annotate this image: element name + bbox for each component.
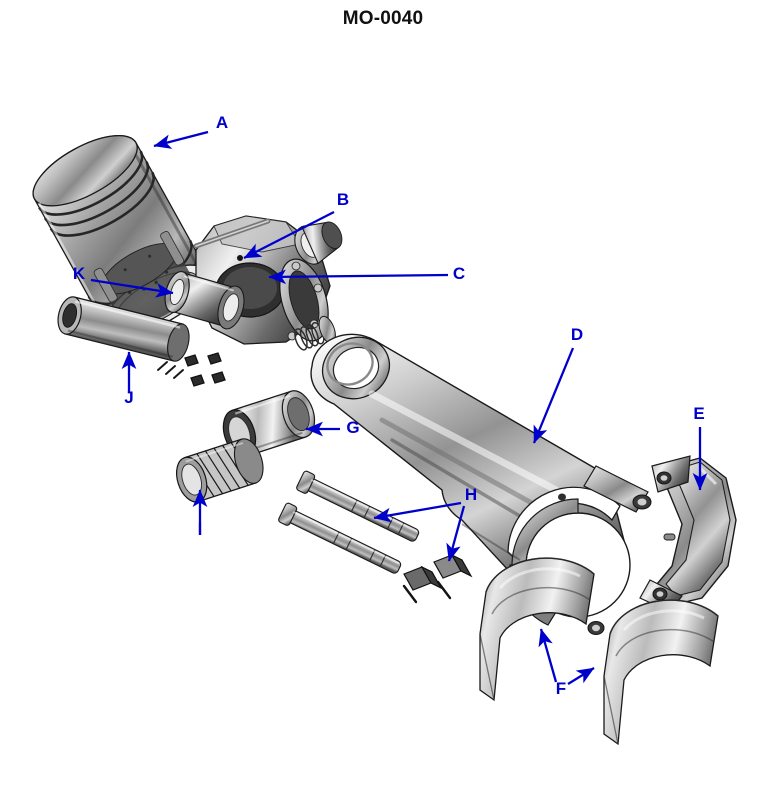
callout-arrow-a bbox=[153, 130, 209, 149]
callout-label-b: B bbox=[337, 190, 349, 209]
part-needle-bearing bbox=[175, 438, 264, 503]
callout-arrow-k bbox=[90, 278, 174, 298]
part-retainer-clips bbox=[157, 352, 226, 387]
part-bearing-shell-1 bbox=[479, 557, 595, 702]
part-bushing-seat bbox=[164, 270, 245, 330]
callout-arrow-d bbox=[532, 347, 575, 444]
callout-arrow-f1 bbox=[538, 628, 558, 683]
callout-layer bbox=[90, 130, 708, 685]
callout-label-f: F bbox=[556, 679, 566, 698]
callout-arrow-c bbox=[268, 269, 449, 285]
callout-label-d: D bbox=[571, 325, 583, 344]
callout-label-i: I bbox=[198, 520, 203, 539]
part-rod-bolt-1 bbox=[296, 470, 420, 542]
callout-arrow-f2 bbox=[567, 667, 595, 685]
part-connecting-rod bbox=[310, 333, 652, 635]
page-title: MO-0040 bbox=[342, 8, 424, 29]
part-bearing-shell-2 bbox=[603, 599, 719, 746]
callout-label-c: C bbox=[453, 264, 465, 283]
callout-label-k: K bbox=[73, 264, 86, 283]
callout-label-j: J bbox=[124, 388, 133, 407]
callout-labels: A B C D E F G H I J K bbox=[73, 113, 705, 698]
part-rod-nuts bbox=[402, 553, 473, 604]
part-piston-pin bbox=[57, 296, 190, 362]
callout-arrow-h2 bbox=[446, 505, 466, 562]
callout-arrow-b bbox=[243, 210, 335, 260]
callout-label-g: G bbox=[346, 418, 359, 437]
callout-label-h: H bbox=[465, 485, 477, 504]
part-bearing-cap bbox=[639, 455, 737, 613]
callout-label-a: A bbox=[216, 113, 228, 132]
callout-label-e: E bbox=[693, 404, 704, 423]
part-rod-bolt-2 bbox=[278, 502, 402, 574]
callout-arrow-h1 bbox=[373, 501, 462, 523]
